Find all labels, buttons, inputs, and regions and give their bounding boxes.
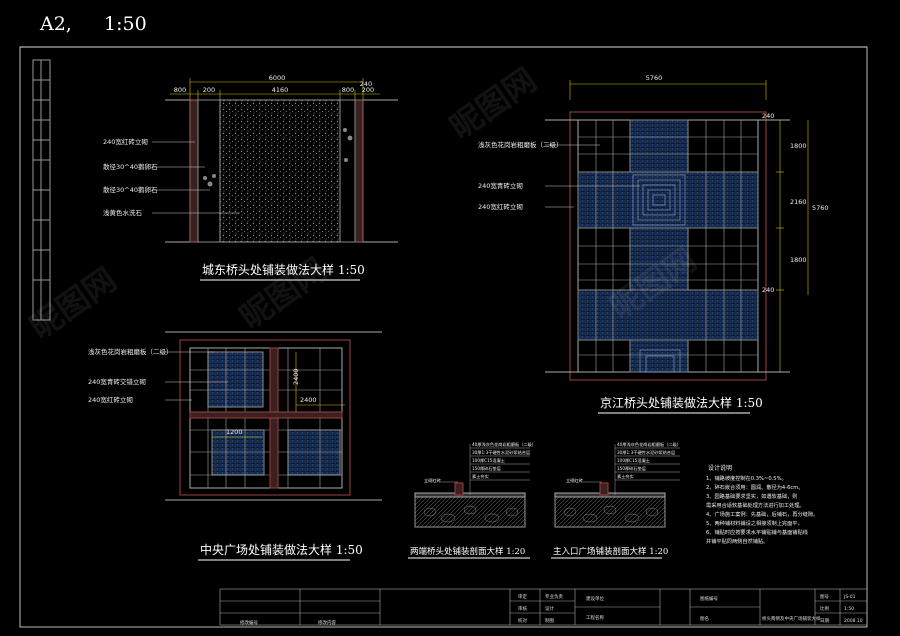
d2-label: 浅灰色花岗岩粗磨板（二级） [478,140,563,149]
d1-title: 城东桥头处铺装做法大样 1:50 [202,262,365,277]
d3-label: 240宽青砖交错立砌 [88,377,146,386]
tb-cell: 比例 [820,605,829,612]
watermark-text: 昵图网 [443,60,543,146]
tb-value: 1:50 [844,606,854,612]
note-line: 4、广场施工案例：先基础，后铺石，再分缝隙。 [706,510,818,518]
s2-tag: 立砌红砖 [566,477,583,484]
s1-layer: 150厚碎石垫层 [472,465,501,472]
d2-title: 京江桥头处铺装做法大样 1:50 [600,395,763,410]
section-2 [554,444,680,528]
tb-left-cell: 修改内容 [318,619,336,626]
s2-layer: 40厚浅灰色花岗岩粗磨板（二级） [617,441,681,448]
d1-dim-top-right: 240 [360,80,372,88]
tb-left-cell: 修改编号 [240,619,258,626]
s2-layer: 100厚C15混凝土 [617,457,650,464]
d1-dim-total: 6000 [269,74,286,82]
sheet-scale-label: 1:50 [104,13,147,35]
note-line: 6、铺贴时应按要求水平铺贴铺与基面铺贴线 [706,528,808,536]
title-block [219,588,868,626]
section-1 [414,444,530,528]
note-line: 并铺平贴同两侧自然铺贴。 [706,537,768,545]
tb-cell: 设计 [545,605,554,612]
d1-dim-part: 4160 [272,86,289,94]
tb-cell: 建设单位 [586,595,604,602]
d1-label: 浅黄色水洗石 [103,208,143,217]
note-line: 需采用合适软基础处理方法进行加工处理。 [706,501,805,509]
d3-dim-c: 1200 [226,428,243,436]
note-line: 2、碎石嵌合须用：圆润、散径为4-6cm。 [706,483,804,491]
tb-cell: 图名 [700,615,709,622]
note-line: 1、铺路坡度控制在0.3%~0.5%。 [706,474,787,482]
tb-value: JS-01 [843,594,856,600]
d3-dim-a: 2400 [292,368,300,385]
d1-dim-part: 200 [362,86,374,94]
d1-label: 240宽红砖立砌 [103,137,148,146]
s2-layer: 150厚碎石垫层 [617,465,646,472]
d1-dim-part: 200 [203,86,215,94]
tb-cell: 专业负责 [545,593,563,600]
s1-layer: 40厚浅灰色花岗岩粗磨板（二级） [472,441,536,448]
s2-title: 主入口广场铺装剖面大样 1:20 [553,546,668,557]
tb-cell: 审核 [518,605,527,612]
d1-dim-part: 800 [174,86,186,94]
d2-dim-overall: 5760 [812,204,829,212]
s1-layer: 素土夯实 [472,473,489,480]
s2-layer: 素土夯实 [617,473,634,480]
sheet-size-label: A2, [39,13,72,35]
tb-drawing-name: 桥头两侧及中央广场铺装大样 [762,615,821,622]
tb-cell: 工程名称 [586,614,604,621]
note-line: 5、两种铺材料铺设之相接须制上完面平， [706,519,803,527]
tb-cell: 审定 [518,593,527,600]
d3-dim-b: 2400 [300,396,317,404]
tb-cell: 图号 [820,594,829,600]
d2-dim-right: 1800 [790,142,807,150]
d3-label: 240宽红砖立砌 [88,395,133,404]
d3-label: 浅灰色花岗岩粗磨板（二级） [88,347,173,356]
d2-dim-right: 2160 [790,198,807,206]
design-notes: 设计说明 1、铺路坡度控制在0.3%~0.5%。 2、碎石嵌合须用：圆润、散径为… [706,464,818,545]
drawing-2-plan [545,80,809,381]
d2-label: 240宽红砖立砌 [478,202,523,211]
d2-dim-total: 5760 [646,74,663,82]
d2-dim-small: 240 [762,112,774,120]
drawing-1-plan [152,78,398,243]
d2-dim-small: 240 [762,286,774,294]
d2-dim-right: 1800 [790,256,807,264]
s2-layer: 30厚1:3干硬性水泥砂浆结合层 [617,449,675,456]
s1-tag: 立砌红砖 [424,477,441,484]
tb-cell: 校对 [518,617,527,624]
tb-value: 2008.10 [844,618,863,624]
d1-label: 散径30^40鹅卵石 [103,162,158,171]
watermark-text: 昵图网 [23,260,123,346]
drawing-3-plan [165,331,382,501]
d1-label: 散径30^40鹅卵石 [103,185,158,194]
d2-label: 240宽青砖立砌 [478,181,523,190]
s1-title: 两端桥头处铺装剖面大样 1:20 [410,546,525,557]
tb-cell: 图纸编号 [700,595,718,602]
note-line: 3、园路基础要求坚实，如遇软基础，则 [706,492,798,500]
s1-layer: 30厚1:3干硬性水泥砂浆结合层 [472,449,530,456]
tb-cell: 日期 [820,618,829,624]
d1-dim-part: 800 [342,86,354,94]
tb-cell: 制图 [545,617,554,624]
s1-layer: 100厚C15混凝土 [472,457,505,464]
d3-title: 中央广场处铺装做法大样 1:50 [200,542,363,557]
notes-heading: 设计说明 [708,464,732,472]
